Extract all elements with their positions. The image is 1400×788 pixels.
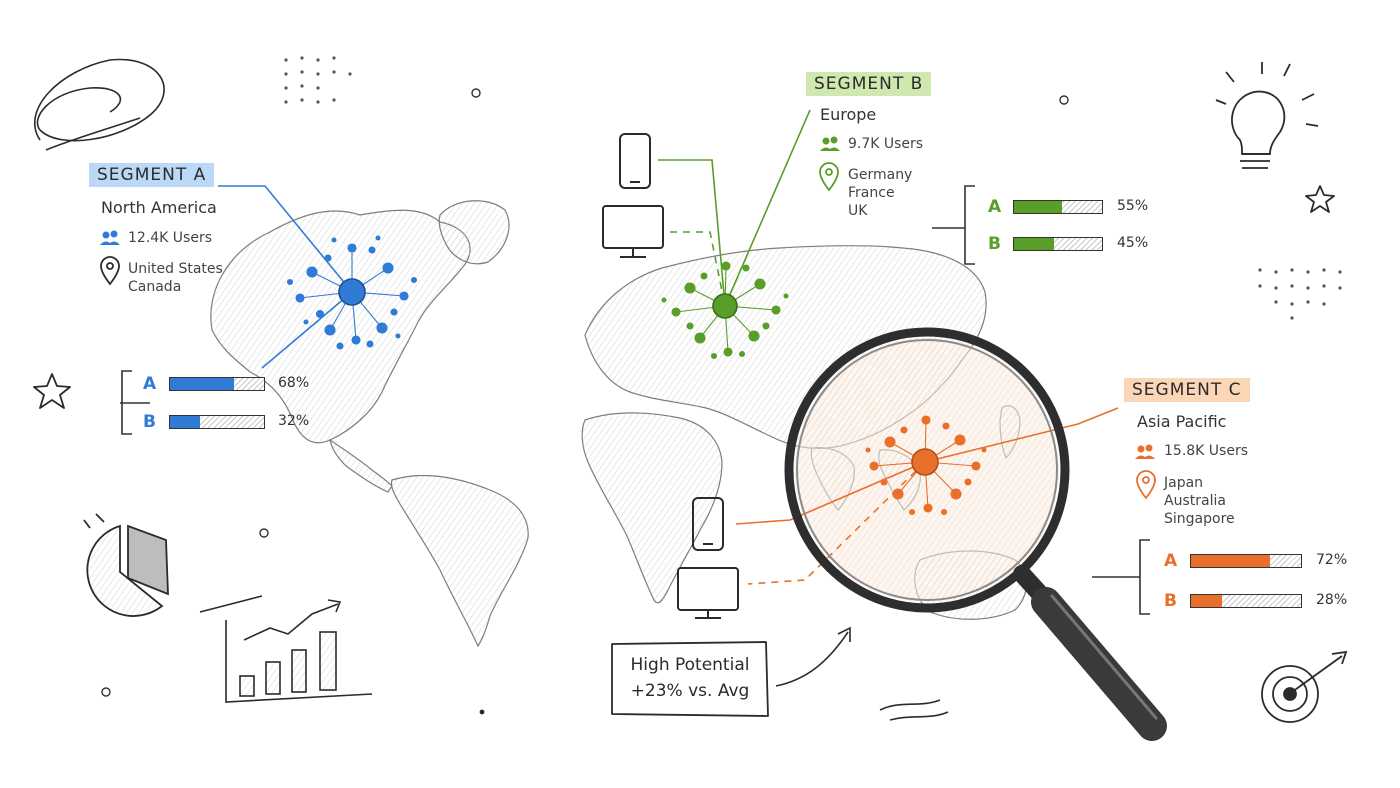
split-brackets [121, 185, 1150, 615]
split-label: A [1164, 551, 1178, 571]
users-icon [1135, 444, 1155, 459]
monitor-icon [677, 567, 739, 619]
segment-c-tag: SEGMENT C [1124, 378, 1250, 402]
bar-chart-icon [199, 595, 373, 703]
segment-c-users: 15.8K Users [1164, 443, 1249, 459]
phone-icon [692, 497, 724, 551]
star-icon [1305, 185, 1335, 213]
africa-landmass [581, 412, 723, 604]
location-pin-icon [100, 256, 120, 286]
monitor-icon [602, 205, 664, 258]
split-label: A [143, 374, 157, 394]
central-america-landmass [329, 438, 393, 493]
split-bar [1190, 554, 1302, 568]
split-percentage: 32% [278, 413, 310, 429]
location-pin-icon [1136, 470, 1156, 500]
small-circles [101, 88, 1069, 697]
cluster-segment-a [286, 235, 418, 350]
south-america-landmass [390, 474, 529, 648]
split-label: B [988, 234, 1001, 254]
cluster-segment-c [865, 415, 987, 516]
split-bar [169, 377, 265, 391]
segment-c-region: Asia Pacific [1137, 412, 1227, 431]
star-icon [33, 373, 71, 409]
users-icon [100, 230, 120, 245]
segment-b-locations: Germany France UK [848, 167, 913, 219]
segment-c-locations: Japan Australia Singapore [1164, 475, 1235, 527]
segment-a-region: North America [101, 198, 217, 217]
split-bar-fill [170, 416, 201, 428]
lightbulb-icon [1215, 62, 1319, 169]
dot-grid [1258, 268, 1342, 320]
segment-b-tag: SEGMENT B [806, 72, 932, 96]
split-bar [1013, 237, 1103, 251]
split-label: B [143, 412, 156, 432]
split-bar [1190, 594, 1302, 608]
segment-b-region: Europe [820, 105, 877, 124]
segment-a-connectors [120, 185, 353, 404]
target-icon [1261, 650, 1348, 723]
scribble-doodle [479, 699, 949, 721]
split-bar [169, 415, 265, 429]
phone-icon [619, 133, 651, 189]
high-potential-callout: High Potential +23% vs. Avg [612, 652, 768, 704]
north-america-landmass [210, 209, 471, 444]
split-percentage: 55% [1117, 198, 1149, 214]
split-bar-fill [1191, 555, 1271, 567]
split-percentage: 72% [1316, 552, 1348, 568]
split-bar-fill [1014, 201, 1063, 213]
pie-chart-icon [83, 513, 169, 617]
split-percentage: 68% [278, 375, 310, 391]
segment-a-locations: United States Canada [128, 261, 223, 295]
split-bar [1013, 200, 1103, 214]
split-bar-fill [170, 378, 234, 390]
segment-a-tag: SEGMENT A [89, 163, 215, 187]
magnifying-glass-icon [784, 327, 1167, 741]
callout-value: +23% vs. Avg [630, 681, 750, 701]
split-percentage: 28% [1316, 592, 1348, 608]
split-label: B [1164, 591, 1177, 611]
cluster-segment-b [661, 261, 789, 360]
users-icon [820, 136, 840, 151]
segment-b-users: 9.7K Users [848, 136, 924, 152]
location-pin-icon [819, 162, 839, 192]
segment-a-users: 12.4K Users [128, 230, 213, 246]
split-bar-fill [1014, 238, 1054, 250]
dot-grid [284, 56, 352, 104]
split-bar-fill [1191, 595, 1222, 607]
split-label: A [988, 197, 1002, 217]
split-percentage: 45% [1117, 235, 1149, 251]
callout-title: High Potential [630, 655, 750, 675]
scribble-doodle [33, 58, 165, 151]
segment-c-connectors [735, 407, 1140, 585]
greenland-landmass [438, 200, 510, 265]
high-potential-callout-frame [611, 626, 851, 717]
segment-b-connectors [658, 109, 965, 307]
